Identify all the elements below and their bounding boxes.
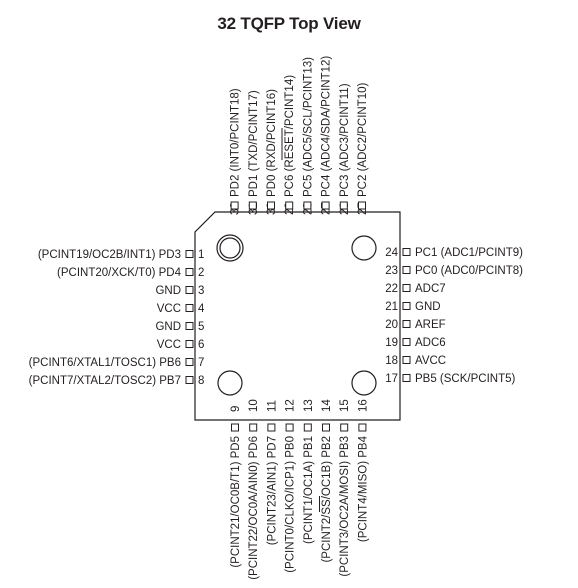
pin-pad-28: [303, 201, 312, 210]
pin-label-13: (PCINT1/OC1A) PB1: [303, 436, 315, 544]
pin-pad-18: [402, 356, 411, 364]
pin-number-3: 3: [198, 285, 204, 297]
pin-label-11: (PCINT23/AIN1) PD7: [266, 436, 278, 545]
pin-pad-30: [267, 201, 275, 210]
pin-number-19: 19: [385, 337, 398, 349]
pin-number-18: 18: [385, 355, 398, 367]
pin-number-24: 24: [385, 247, 398, 259]
pin-pad-27: [321, 201, 330, 210]
pin-pad-23: [402, 266, 411, 274]
pin-pad-22: [402, 284, 411, 292]
pin-label-28: PC5 (ADC5/SCL/PCINT13): [302, 57, 314, 197]
pin-label-25: PC2 (ADC2/PCINT10): [357, 82, 369, 197]
pin-number-8: 8: [198, 375, 204, 387]
pin-label-4: VCC: [157, 303, 181, 315]
pin-label-1: (PCINT19/OC2B/INT1) PD3: [38, 249, 181, 261]
pin-number-6: 6: [198, 339, 204, 351]
pin-pad-31: [248, 201, 257, 210]
pin-label-3: GND: [155, 285, 181, 297]
pin-pad-24: [402, 248, 411, 256]
pin-label-16: (PCINT4/MISO) PB4: [357, 435, 369, 542]
pin-pad-3: [185, 286, 194, 294]
pin-number-2: 2: [198, 267, 204, 279]
pin-number-21: 21: [385, 301, 398, 313]
pin-pad-20: [402, 320, 411, 328]
pin-number-17: 17: [385, 373, 398, 385]
pin-number-23: 23: [385, 265, 398, 277]
pin1-marker-outer: [216, 234, 244, 262]
pin-label-9: (PCINT21/OC0B/T1) PD5: [230, 436, 242, 568]
pin-number-22: 22: [385, 283, 398, 295]
pin-label-31: PD1 (TXD/PCINT17): [248, 90, 260, 197]
dimple-bottom-right: [351, 370, 377, 396]
pin-number-11: 11: [266, 400, 278, 412]
pin-pad-26: [339, 201, 348, 210]
pin-label-30: PD0 (RXD/PCINT16): [266, 89, 278, 197]
pin-label-20: AREF: [415, 319, 446, 331]
pin-label-12: (PCINT0/CLKO/ICP1) PB0: [285, 436, 297, 573]
pin-pad-29: [285, 201, 294, 210]
pin-number-5: 5: [198, 321, 204, 333]
chip-body: [194, 211, 401, 421]
pin-pad-21: [402, 302, 411, 310]
dimple-top-right: [351, 235, 377, 261]
pin-pad-19: [402, 338, 411, 346]
pin-number-16: 16: [357, 399, 369, 412]
pin1-marker-inner: [219, 237, 241, 259]
pin-number-9: 9: [230, 406, 242, 412]
pin-label-17: PB5 (SCK/PCINT5): [415, 373, 515, 385]
pin-label-24: PC1 (ADC1/PCINT9): [415, 247, 523, 259]
pin-number-1: 1: [198, 249, 204, 261]
pin-pad-2: [185, 268, 194, 276]
pin-pad-6: [185, 340, 194, 348]
pin-pad-13: [303, 423, 312, 432]
pin-number-10: 10: [248, 399, 260, 412]
pin-pad-4: [185, 304, 194, 312]
pin-label-18: AVCC: [415, 355, 446, 367]
pin-number-13: 13: [303, 399, 315, 412]
pin-label-14: (PCINT2/SS/OC1B) PB2: [321, 436, 333, 563]
pin-pad-15: [340, 423, 349, 432]
pin-label-21: GND: [415, 301, 441, 313]
pin-label-27: PC4 (ADC4/SDA/PCINT12): [321, 56, 333, 197]
pin-number-20: 20: [385, 319, 398, 331]
pin-pad-25: [358, 201, 366, 210]
pin-number-15: 15: [339, 399, 351, 412]
pin-pad-5: [185, 322, 194, 330]
dimple-bottom-left: [217, 370, 243, 396]
pin-label-19: ADC6: [415, 337, 446, 349]
pin-pad-10: [249, 423, 258, 432]
pin-pad-8: [185, 376, 194, 384]
pin-pad-11: [267, 423, 276, 432]
pin-number-7: 7: [198, 357, 204, 369]
diagram-title: 32 TQFP Top View: [217, 14, 361, 33]
pin-label-26: PC3 (ADC3/PCINT11): [339, 83, 351, 197]
pin-pad-12: [285, 423, 294, 432]
pin-pad-9: [231, 423, 239, 432]
pin-pad-32: [230, 201, 239, 210]
pin-label-8: (PCINT7/XTAL2/TOSC2) PB7: [29, 375, 181, 387]
pin-label-7: (PCINT6/XTAL1/TOSC1) PB6: [29, 357, 181, 369]
pin-number-12: 12: [285, 399, 297, 412]
pin-label-32: PD2 (INT0/PCINT18): [230, 88, 242, 197]
pin-pad-14: [322, 423, 330, 432]
pin-number-4: 4: [198, 303, 205, 315]
pin-label-23: PC0 (ADC0/PCINT8): [415, 265, 523, 277]
pin-pad-7: [185, 358, 194, 366]
pin-label-29: PC6 (RESET/PCINT14): [284, 75, 296, 197]
pin-label-5: GND: [155, 321, 181, 333]
pin-pad-1: [185, 250, 194, 258]
pin-label-6: VCC: [157, 339, 181, 351]
pin-number-14: 14: [321, 399, 333, 412]
pin-label-2: (PCINT20/XCK/T0) PD4: [57, 267, 182, 279]
pin-label-15: (PCINT3/OC2A/MOSI) PB3: [339, 436, 351, 577]
pin-label-22: ADC7: [415, 283, 446, 295]
pin-pad-16: [358, 423, 367, 432]
pin-label-10: (PCINT22/OC0A/AIN0) PD6: [248, 436, 260, 580]
pin-pad-17: [402, 374, 411, 382]
